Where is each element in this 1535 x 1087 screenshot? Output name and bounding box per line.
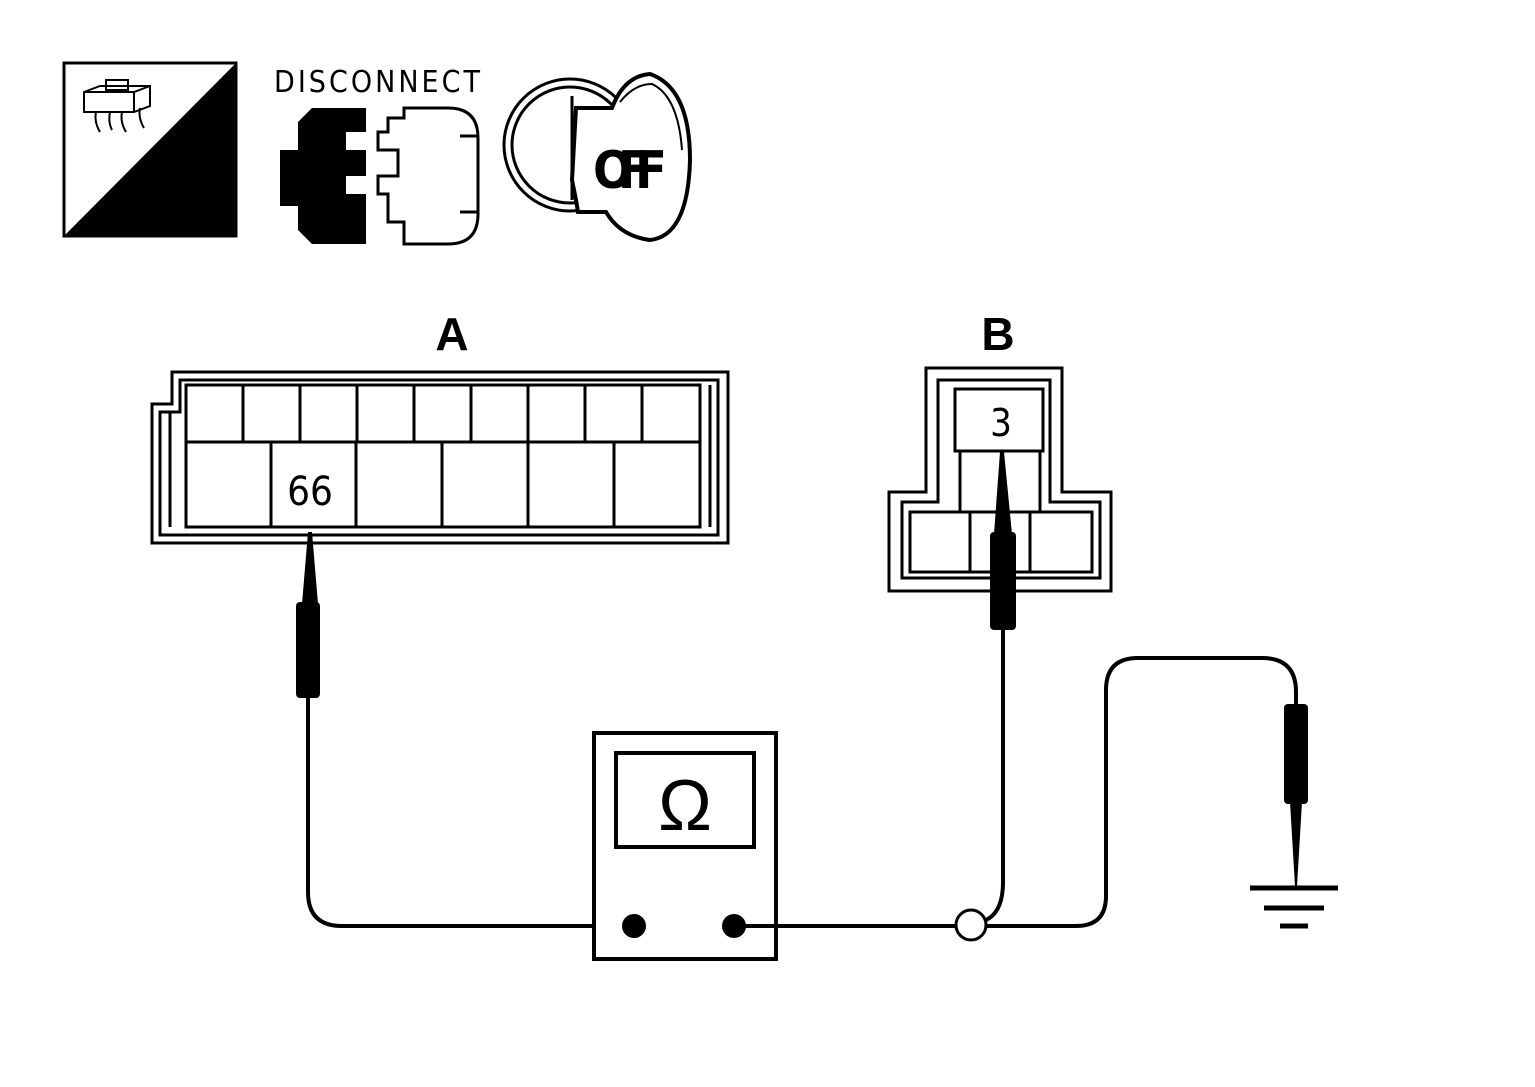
disconnect-connector-icon: DISCONNECT: [274, 65, 481, 246]
connector-a: A 66: [150, 308, 730, 545]
harness-side-label: H.S.: [125, 183, 225, 232]
ignition-off-label: OFF: [593, 141, 667, 201]
connector-a-terminal: 66: [287, 469, 333, 515]
harness-side-icon: H.S.: [62, 61, 238, 238]
connector-a-label: A: [435, 308, 468, 360]
wire-junction: [954, 908, 988, 942]
connector-b-terminal: 3: [990, 401, 1012, 445]
ohmmeter-symbol: Ω: [658, 766, 712, 846]
disconnect-label: DISCONNECT: [274, 65, 481, 100]
ground-symbol-icon: [1250, 885, 1338, 929]
probe-b: [985, 452, 1016, 922]
connector-b-label: B: [981, 308, 1014, 360]
ground-probe: [972, 656, 1308, 928]
probe-a: [296, 532, 634, 928]
ohmmeter-icon: Ω: [592, 731, 958, 961]
ignition-key-off-icon: OFF: [502, 71, 693, 243]
meter-terminal-left: [622, 914, 646, 938]
